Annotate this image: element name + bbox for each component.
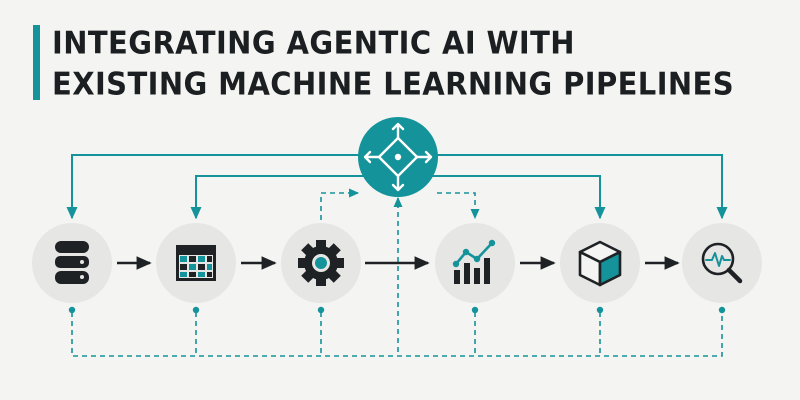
magnifier-pulse-icon [701,242,743,284]
node-monitor[interactable] [682,223,762,303]
feedback-loop-line [71,312,723,357]
agent-hub[interactable] [358,117,438,197]
node-data[interactable] [32,223,112,303]
page-title: INTEGRATING AGENTIC AI WITH EXISTING MAC… [52,22,734,104]
agent-to-evaluate-link [437,192,480,220]
feedback-loop [71,312,723,357]
table-icon [176,245,216,281]
agent-to-data-line [66,154,360,220]
agent-dashed-links [320,188,480,352]
agent-to-preprocess-line [190,175,366,220]
agent-to-monitor-line [437,154,728,220]
title-line-2: EXISTING MACHINE LEARNING PIPELINES [52,65,735,102]
cube-icon [578,240,622,287]
title-accent-bar [33,25,40,100]
gear-icon [298,240,344,286]
title-line-1: INTEGRATING AGENTIC AI WITH [52,24,575,61]
agent-to-deploy-line [432,175,606,220]
node-train[interactable] [281,223,361,303]
bar-chart-icon [452,239,496,284]
agent-directions-icon [363,122,433,192]
feedback-loop-dots [68,306,726,314]
node-deploy[interactable] [560,223,640,303]
database-icon [55,241,89,284]
node-preprocess[interactable] [156,223,236,303]
train-to-agent-link [320,188,360,220]
agent-control-lines [66,154,728,220]
node-evaluate[interactable] [435,223,515,303]
